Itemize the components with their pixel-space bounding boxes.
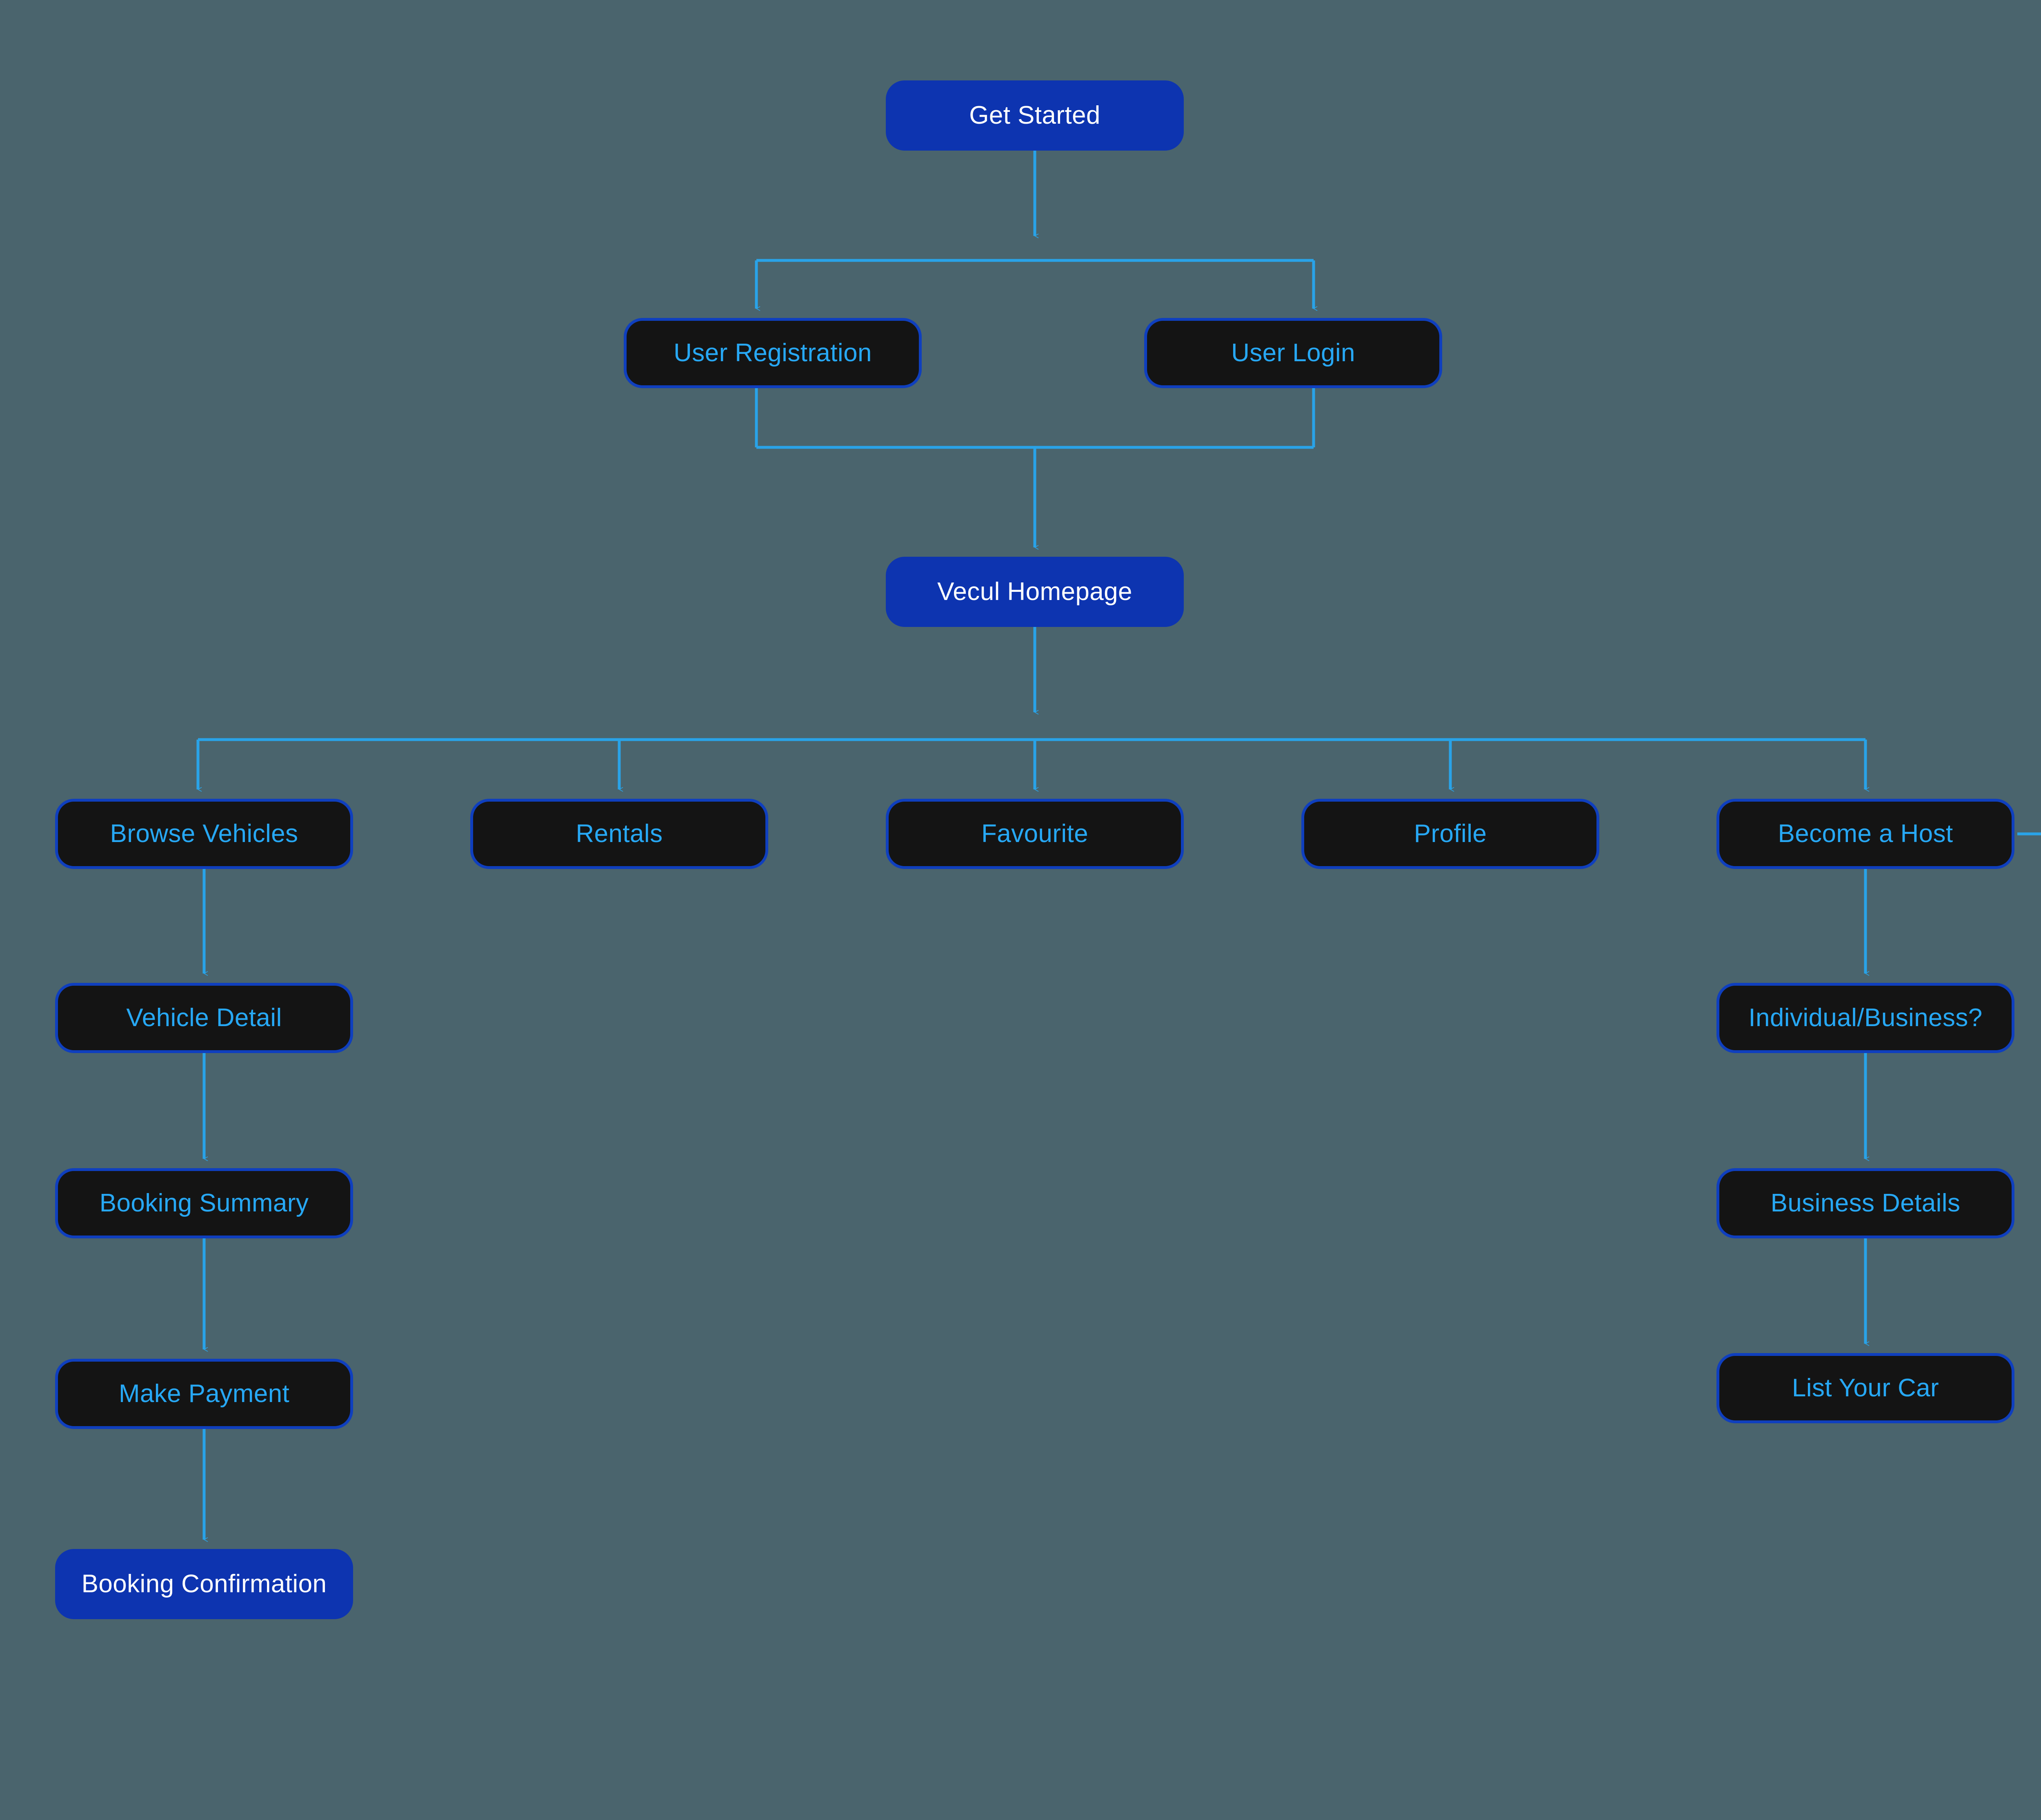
node-become_a_host[interactable]: Become a Host — [1716, 799, 2014, 869]
node-rentals[interactable]: Rentals — [470, 799, 768, 869]
node-favourite[interactable]: Favourite — [886, 799, 1184, 869]
node-business_details[interactable]: Business Details — [1716, 1168, 2014, 1238]
node-profile[interactable]: Profile — [1301, 799, 1599, 869]
node-vehicle_detail[interactable]: Vehicle Detail — [55, 983, 353, 1053]
node-individual_business[interactable]: Individual/Business? — [1716, 983, 2014, 1053]
node-browse_vehicles[interactable]: Browse Vehicles — [55, 799, 353, 869]
node-list_your_car[interactable]: List Your Car — [1716, 1353, 2014, 1423]
node-booking_summary[interactable]: Booking Summary — [55, 1168, 353, 1238]
node-user_registration[interactable]: User Registration — [624, 318, 922, 388]
node-user_login[interactable]: User Login — [1144, 318, 1442, 388]
node-get_started[interactable]: Get Started — [886, 80, 1184, 151]
node-booking_confirmation[interactable]: Booking Confirmation — [55, 1549, 353, 1619]
node-vecul_homepage[interactable]: Vecul Homepage — [886, 557, 1184, 627]
node-make_payment[interactable]: Make Payment — [55, 1359, 353, 1429]
edge-become-host-to-host-action — [2017, 832, 2041, 836]
